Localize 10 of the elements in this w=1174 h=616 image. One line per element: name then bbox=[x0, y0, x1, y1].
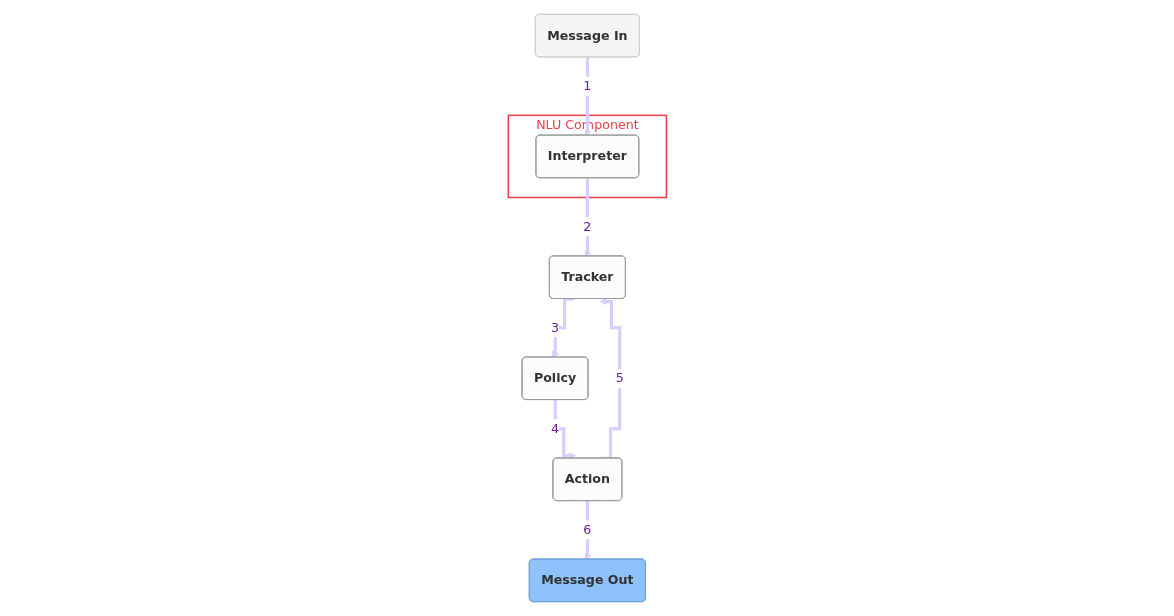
edge-label: 5 bbox=[615, 370, 624, 386]
edge-label: 3 bbox=[550, 319, 559, 335]
arrow bbox=[583, 499, 591, 560]
arrow bbox=[583, 55, 591, 136]
edge-label: 1 bbox=[582, 78, 592, 94]
edge-label: 2 bbox=[582, 218, 592, 234]
arrow bbox=[551, 297, 574, 358]
edge-label: 4 bbox=[550, 420, 559, 436]
edge-label: 6 bbox=[582, 521, 592, 537]
arrow bbox=[583, 176, 591, 257]
